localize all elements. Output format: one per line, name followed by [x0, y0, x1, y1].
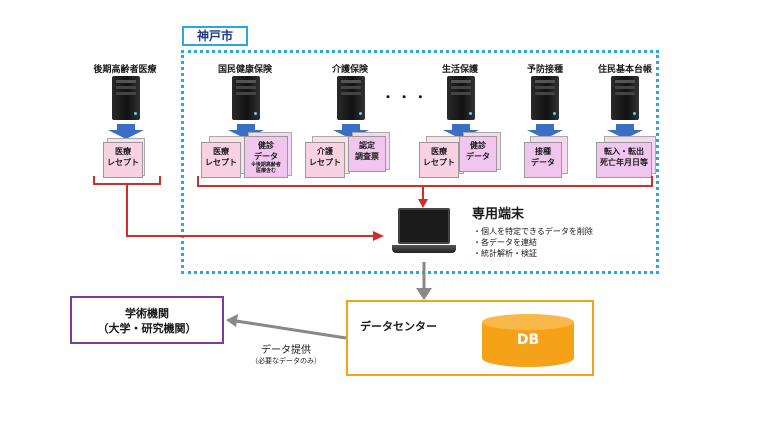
source-label-nhi: 国民健康保険 — [217, 65, 272, 75]
academic-box: 学術機関 （大学・研究機関） — [70, 296, 224, 344]
data-center-box: データセンター DB — [346, 300, 594, 376]
arrow-down-icon — [452, 124, 470, 130]
doc-note: ※後期高齢者 医療含む — [251, 162, 281, 174]
server-icon — [112, 76, 140, 120]
arrowhead-icon — [418, 199, 428, 208]
doc-label: 接種 データ — [531, 147, 555, 167]
arrowhead-icon — [373, 231, 384, 241]
source-label-registry: 住民基本台帳 — [597, 65, 652, 75]
connector-outside-to-terminal — [126, 184, 374, 237]
server-icon — [337, 76, 365, 120]
kobe-city-text: 神戸市 — [196, 29, 233, 43]
kobe-city-region — [181, 50, 659, 274]
source-label-vaccination: 予防接種 — [526, 65, 563, 75]
source-label-ltc: 介護保険 — [331, 65, 368, 75]
database-icon — [482, 314, 574, 367]
arrow-down-icon — [342, 124, 360, 130]
arrowhead-icon — [416, 288, 432, 300]
server-icon — [531, 76, 559, 120]
arrow-down-icon — [443, 130, 479, 139]
doc-label: 医療 レセプト — [107, 147, 139, 167]
terminal-bullet: ・統計解析・検証 — [473, 249, 537, 258]
arrowhead-icon — [226, 314, 238, 327]
server-icon — [447, 76, 475, 120]
terminal-bullet: ・個人を特定できるデータを削除 — [473, 227, 593, 236]
academic-line1: 学術機関 — [125, 307, 169, 320]
ellipsis: ・ ・ ・ — [382, 90, 427, 104]
laptop-screen — [398, 208, 450, 244]
arrow-down-icon — [228, 130, 264, 139]
database-label: DB — [516, 332, 540, 348]
terminal-title: 専用端末 — [472, 207, 525, 222]
arrow-down-icon — [527, 130, 563, 139]
data-center-label: データセンター — [360, 320, 437, 333]
doc-nhi-checkup: 健診 データ ※後期高齢者 医療含む — [244, 136, 288, 178]
doc-label: 転入・転出 死亡年月日等 — [600, 147, 648, 167]
doc-ltc-receipt: 介護 レセプト — [305, 142, 345, 178]
doc-vaccination-data: 接種 データ — [524, 142, 562, 178]
doc-welfare-checkup: 健診 データ — [459, 136, 497, 172]
arrow-down-icon — [117, 124, 135, 130]
provision-line2: （必要なデータのみ） — [251, 357, 321, 365]
doc-label: 健診 データ — [466, 141, 490, 161]
terminal-bullets: ・個人を特定できるデータを削除 ・各データを連結 ・統計解析・検証 — [473, 226, 593, 259]
server-icon — [611, 76, 639, 120]
doc-elderly-receipt: 医療 レセプト — [103, 142, 143, 178]
source-label-welfare: 生活保護 — [441, 65, 478, 75]
arrow-down-icon — [536, 124, 554, 130]
provision-label: データ提供 （必要なデータのみ） — [236, 341, 336, 366]
provision-line1: データ提供 — [261, 345, 311, 356]
doc-label: 医療 レセプト — [423, 147, 455, 167]
arrow-down-icon — [237, 124, 255, 130]
arrow-down-icon — [108, 130, 144, 139]
doc-label: 認定 調査票 — [355, 141, 379, 161]
doc-nhi-receipt: 医療 レセプト — [201, 142, 241, 178]
kobe-city-label: 神戸市 — [182, 26, 248, 46]
arrow-down-icon — [607, 130, 643, 139]
doc-label: 健診 データ — [254, 141, 278, 161]
arrow-down-icon — [333, 130, 369, 139]
doc-label: 介護 レセプト — [309, 147, 341, 167]
terminal-bullet: ・各データを連結 — [473, 238, 537, 247]
laptop-icon — [392, 208, 456, 260]
doc-label: 医療 レセプト — [205, 147, 237, 167]
bracket-city — [197, 176, 653, 187]
arrow-down-icon — [616, 124, 634, 130]
doc-registry-data: 転入・転出 死亡年月日等 — [596, 142, 652, 178]
connector-datacenter-to-academic — [235, 319, 347, 340]
source-label-elderly: 後期高齢者医療 — [93, 65, 157, 75]
academic-line2: （大学・研究機関） — [97, 322, 197, 335]
doc-welfare-receipt: 医療 レセプト — [419, 142, 459, 178]
bracket-outside — [93, 176, 161, 185]
server-icon — [232, 76, 260, 120]
laptop-base — [392, 245, 456, 253]
doc-ltc-assessment: 認定 調査票 — [348, 136, 386, 172]
